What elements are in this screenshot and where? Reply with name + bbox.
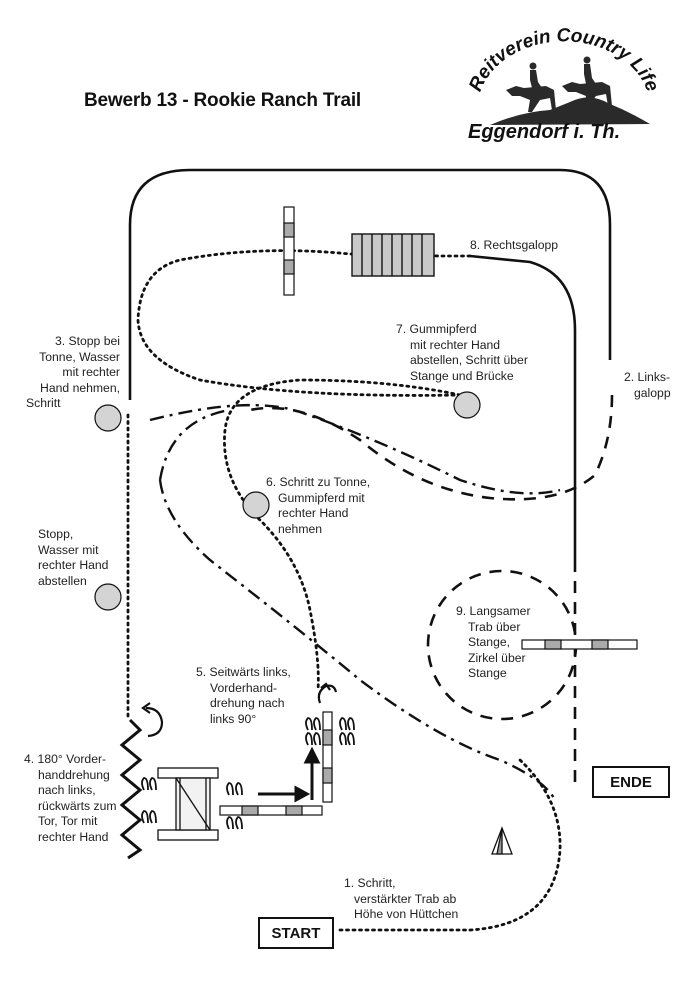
walk-dotted-path [338, 758, 562, 932]
start-box: START [258, 917, 334, 949]
gate-obstacle [157, 767, 219, 841]
end-box: ENDE [592, 766, 670, 798]
barrel-1 [94, 404, 122, 432]
bridge-obstacle [351, 233, 435, 277]
arrow-right [258, 785, 311, 803]
hoofprints [141, 717, 355, 830]
barrel-3 [242, 491, 270, 519]
zigzag-line [119, 718, 143, 860]
logo-subtitle: Eggendorf i. Th. [468, 121, 621, 143]
dash-dot-path [149, 403, 561, 801]
pole-horizontal-circle [521, 639, 638, 650]
arrow-up [303, 746, 321, 800]
dash-dot-left-loop [158, 408, 231, 481]
right-lead-canter-path [469, 254, 577, 560]
left-lead-canter-path [249, 394, 614, 501]
pole-vertical-sidepass [322, 711, 333, 803]
turn-arrow-right [317, 682, 338, 704]
label-step-5: 5. Seitwärts links,Vorderhand-drehung na… [196, 665, 291, 726]
dotted-top-loop [136, 249, 472, 397]
pole-vertical-top [283, 206, 295, 296]
label-step-8: 8. Rechtsgalopp [470, 238, 559, 252]
club-logo: Reitverein Country Life [465, 25, 660, 125]
barrel-4 [453, 391, 481, 419]
page-title: Bewerb 13 - Rookie Ranch Trail [84, 90, 361, 111]
barrel-2 [94, 583, 122, 611]
turn-arrow-left [141, 702, 164, 738]
logo-riders [506, 56, 612, 112]
arena-solid-path [128, 168, 612, 400]
label-step-2: 2. Links-galopp [624, 370, 671, 400]
pole-horizontal-bottom [219, 805, 323, 816]
dotted-s-curve [223, 378, 462, 692]
cone-marker [491, 826, 513, 855]
